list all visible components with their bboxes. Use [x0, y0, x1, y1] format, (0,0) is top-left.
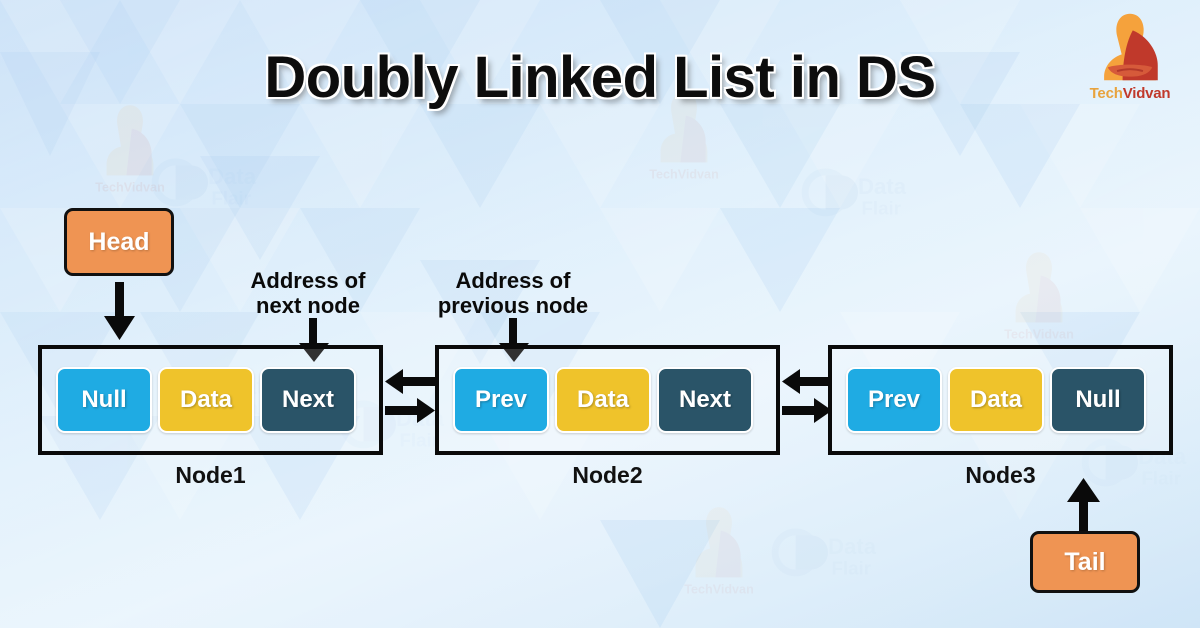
callout-next-address: Address of next node	[250, 268, 366, 319]
node-1-cell-prev[interactable]: Null	[56, 367, 152, 433]
tail-pointer-label: Tail	[1064, 547, 1106, 576]
techvidvan-watermark: TechVidvan	[684, 507, 754, 597]
head-to-node1-arrow-icon	[104, 282, 135, 340]
page-title: Doubly Linked List in DS	[264, 45, 936, 110]
tail-pointer-box[interactable]: Tail	[1030, 531, 1140, 593]
svg-text:TechVidvan: TechVidvan	[684, 583, 754, 597]
brand-wordmark: TechVidvan	[1074, 85, 1186, 102]
link-node1-node2-bidirectional-icon	[385, 369, 435, 423]
node-2-caption: Node2	[572, 462, 643, 488]
brand-word-tech: Tech	[1089, 85, 1123, 102]
node-3-caption: Node3	[965, 462, 1036, 488]
techvidvan-watermark: TechVidvan	[95, 105, 165, 195]
dataflair-watermark: Data Flair	[771, 528, 877, 579]
svg-text:TechVidvan: TechVidvan	[1004, 328, 1074, 342]
node-1[interactable]: Null Data Next	[38, 345, 383, 455]
node-2-cell-prev[interactable]: Prev	[453, 367, 549, 433]
svg-text:Flair: Flair	[831, 558, 871, 579]
meditating-figure-icon	[1104, 13, 1158, 81]
dataflair-watermark: Data Flair	[801, 168, 907, 219]
link-node2-node3-bidirectional-icon	[782, 369, 832, 423]
brand-word-vidvan: Vidvan	[1122, 85, 1171, 102]
node-1-cell-next[interactable]: Next	[260, 367, 356, 433]
svg-text:TechVidvan: TechVidvan	[95, 181, 165, 195]
svg-text:Data: Data	[828, 534, 877, 559]
node-2[interactable]: Prev Data Next	[435, 345, 780, 455]
callout-prev-address: Address of previous node	[437, 268, 589, 319]
svg-text:Flair: Flair	[861, 198, 901, 219]
node-2-cell-data[interactable]: Data	[555, 367, 651, 433]
brand-logo: TechVidvan	[1074, 10, 1186, 106]
node-3-cell-next[interactable]: Null	[1050, 367, 1146, 433]
svg-text:Flair: Flair	[399, 430, 439, 451]
node-1-caption: Node1	[175, 462, 246, 488]
head-pointer-label: Head	[88, 227, 150, 256]
svg-text:Data: Data	[208, 164, 257, 189]
head-pointer-box[interactable]: Head	[64, 208, 174, 276]
node-2-cell-next[interactable]: Next	[657, 367, 753, 433]
techvidvan-watermark: TechVidvan	[1004, 252, 1074, 342]
node-1-cell-data[interactable]: Data	[158, 367, 254, 433]
svg-text:TechVidvan: TechVidvan	[649, 168, 719, 182]
dataflair-watermark: Data Flair	[151, 158, 257, 209]
node-3[interactable]: Prev Data Null	[828, 345, 1173, 455]
svg-text:Data: Data	[858, 174, 907, 199]
node-3-cell-data[interactable]: Data	[948, 367, 1044, 433]
svg-text:Flair: Flair	[211, 188, 251, 209]
node-3-cell-prev[interactable]: Prev	[846, 367, 942, 433]
tail-to-node3-arrow-icon	[1067, 478, 1100, 534]
